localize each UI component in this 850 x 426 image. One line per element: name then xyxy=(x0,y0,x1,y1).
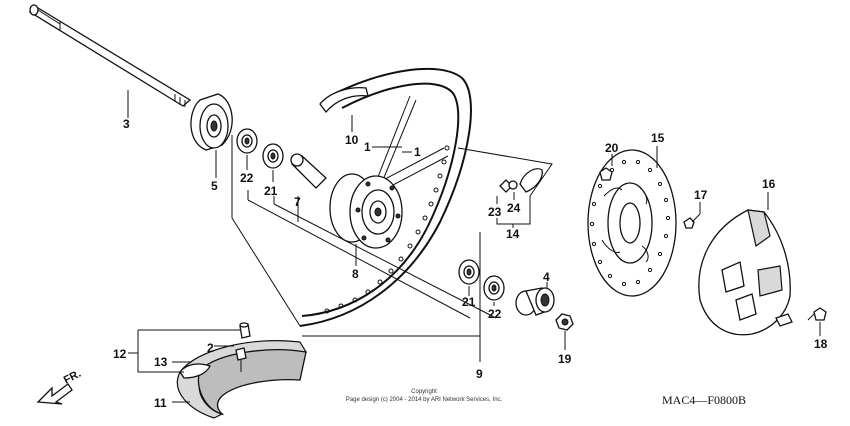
callout-22b: 22 xyxy=(488,307,502,321)
disc-cover-part[interactable] xyxy=(698,209,793,336)
callout-20: 20 xyxy=(605,141,619,155)
callout-5: 5 xyxy=(211,179,218,193)
flange-bolt-17-part[interactable] xyxy=(683,213,701,229)
callout-3: 3 xyxy=(123,117,130,131)
callout-21b: 21 xyxy=(462,295,476,309)
valve-cap-part[interactable] xyxy=(239,322,251,339)
callout-15: 15 xyxy=(651,131,665,145)
callout-21a: 21 xyxy=(264,184,278,198)
callout-1a: 1 xyxy=(364,140,371,154)
callout-18: 18 xyxy=(814,337,828,351)
copyright-line-2: Page design (c) 2004 - 2014 by ARI Netwo… xyxy=(346,397,503,403)
callout-4: 4 xyxy=(543,270,550,284)
axle-nut-part[interactable] xyxy=(555,313,574,331)
callout-17: 17 xyxy=(694,188,708,202)
callout-23: 23 xyxy=(488,205,502,219)
callout-8: 8 xyxy=(352,267,359,281)
direction-label: FR. xyxy=(62,368,83,387)
front-direction-arrow: FR. xyxy=(36,368,83,405)
callout-10: 10 xyxy=(345,133,359,147)
spacer-part[interactable] xyxy=(290,153,327,189)
disc-bolt-part[interactable] xyxy=(599,167,613,181)
rim-part[interactable] xyxy=(299,67,472,327)
callout-12: 12 xyxy=(113,347,127,361)
callout-19: 19 xyxy=(558,352,572,366)
side-collar-part[interactable] xyxy=(190,93,233,151)
callout-11: 11 xyxy=(154,396,167,410)
callout-22a: 22 xyxy=(240,171,254,185)
bearing-22-left[interactable] xyxy=(236,128,258,154)
brake-disc-part[interactable] xyxy=(587,149,677,297)
valve-stem-part[interactable] xyxy=(499,168,543,193)
bearing-21-left[interactable] xyxy=(262,143,284,169)
callout-13: 13 xyxy=(154,355,168,369)
callout-14: 14 xyxy=(506,227,520,241)
copyright-line-1: Copyright xyxy=(411,389,437,395)
callout-7: 7 xyxy=(294,195,301,209)
axle-part[interactable] xyxy=(28,4,192,107)
rim-band-part[interactable] xyxy=(319,86,369,114)
valve-nut-part[interactable] xyxy=(235,347,247,372)
callout-1b: 1 xyxy=(414,145,421,159)
callout-24: 24 xyxy=(507,201,521,215)
collar-part[interactable] xyxy=(515,287,555,316)
bearing-22-right[interactable] xyxy=(483,275,505,301)
callout-16: 16 xyxy=(762,177,776,191)
front-hub-part[interactable] xyxy=(329,173,403,249)
bearing-21-right[interactable] xyxy=(458,259,480,285)
inner-tube-part[interactable] xyxy=(179,363,211,379)
tire-part[interactable] xyxy=(176,340,308,419)
flange-bolt-18-part[interactable] xyxy=(807,307,827,321)
callout-9: 9 xyxy=(476,367,483,381)
callout-2: 2 xyxy=(207,341,214,355)
diagram-code: MAC4—F0800B xyxy=(662,393,746,407)
